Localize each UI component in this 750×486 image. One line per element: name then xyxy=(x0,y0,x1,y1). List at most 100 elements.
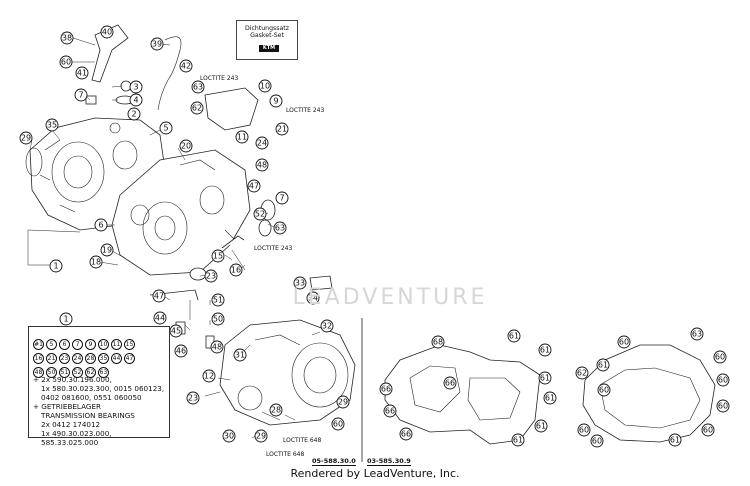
callout-h60c: 60 xyxy=(716,373,730,387)
kit-note-line: TRANSMISSION BEARINGS xyxy=(41,411,135,420)
clutch-cover xyxy=(219,319,356,426)
callout-h61a: 61 xyxy=(596,358,610,372)
svg-text:16: 16 xyxy=(231,266,241,275)
callout-g61e: 61 xyxy=(534,419,548,433)
callout-g61d: 61 xyxy=(543,391,557,405)
callout-23: 23 xyxy=(204,269,218,283)
kit-note-line: 1x 580.30.023.300, 0015 060123, xyxy=(41,384,165,393)
callout-20: 20 xyxy=(179,139,193,153)
kit-note-line: 0402 081600, 0551 060050 xyxy=(41,393,142,402)
callout-h60e: 60 xyxy=(716,399,730,413)
svg-text:63: 63 xyxy=(275,224,285,233)
kit-item: 35 xyxy=(98,353,109,364)
gasket-set-line2: Gasket-Set xyxy=(250,32,284,39)
svg-text:61: 61 xyxy=(536,422,546,431)
callout-48-b: 48 xyxy=(210,340,224,354)
callout-32: 32 xyxy=(320,319,334,333)
callout-16: 16 xyxy=(229,263,243,277)
gasket-set-line1: Dichtungssatz xyxy=(245,25,289,32)
kit-item: 48 xyxy=(33,367,44,378)
callout-52: 52 xyxy=(253,207,267,221)
callout-11: 11 xyxy=(235,130,249,144)
svg-text:31: 31 xyxy=(235,351,245,360)
svg-text:5: 5 xyxy=(163,124,168,133)
svg-text:24: 24 xyxy=(257,139,267,148)
callout-1-b: 1 xyxy=(59,312,73,326)
svg-text:32: 32 xyxy=(322,322,332,331)
svg-text:60: 60 xyxy=(592,437,602,446)
svg-text:29: 29 xyxy=(256,432,266,441)
svg-text:2: 2 xyxy=(131,110,136,119)
svg-text:66: 66 xyxy=(381,385,391,394)
callout-h62: 62 xyxy=(575,366,589,380)
ref-number-left: 05-588.30.0 xyxy=(312,457,356,466)
callout-47-b: 47 xyxy=(152,289,166,303)
kit-note-line: 2x 0412 174012 xyxy=(41,420,101,429)
kit-item: 63 xyxy=(98,367,109,378)
callout-29-c: 29 xyxy=(254,429,268,443)
callout-19: 19 xyxy=(100,243,114,257)
callout-4: 4 xyxy=(129,93,143,107)
svg-text:61: 61 xyxy=(513,436,523,445)
kit-item: 24 xyxy=(72,353,83,364)
svg-text:66: 66 xyxy=(401,430,411,439)
callout-g66a: 66 xyxy=(379,382,393,396)
svg-text:48: 48 xyxy=(212,343,222,352)
callout-33: 33 xyxy=(293,276,307,290)
svg-text:41: 41 xyxy=(77,69,87,78)
callout-h60f: 60 xyxy=(577,423,591,437)
svg-text:18: 18 xyxy=(91,258,101,267)
bushing xyxy=(85,95,97,105)
ktm-logo: KTM xyxy=(259,45,279,52)
callout-35: 35 xyxy=(45,118,59,132)
callout-45: 45 xyxy=(169,324,183,338)
kit-item: 62 xyxy=(85,367,96,378)
kit-item: 6 xyxy=(59,339,70,350)
callout-60-b: 60 xyxy=(331,417,345,431)
svg-text:21: 21 xyxy=(277,125,287,134)
svg-text:60: 60 xyxy=(619,338,629,347)
callout-63-b: 63 xyxy=(273,221,287,235)
callout-47: 47 xyxy=(247,179,261,193)
callout-44: 44 xyxy=(153,311,167,325)
callout-40: 40 xyxy=(100,25,114,39)
svg-text:6: 6 xyxy=(98,221,103,230)
svg-text:63: 63 xyxy=(193,83,203,92)
callout-28: 28 xyxy=(269,403,283,417)
svg-text:47: 47 xyxy=(249,182,259,191)
callout-48: 48 xyxy=(255,158,269,172)
kit-item: 21 xyxy=(46,353,57,364)
callout-29-b: 29 xyxy=(336,395,350,409)
callout-39: 39 xyxy=(150,37,164,51)
loctite-label-4: LOCTITE 648 xyxy=(283,437,321,444)
svg-text:60: 60 xyxy=(718,376,728,385)
oil-plug xyxy=(309,275,333,291)
svg-text:20: 20 xyxy=(181,142,191,151)
callout-g61b: 61 xyxy=(538,343,552,357)
kit-item: 5 xyxy=(46,339,57,350)
svg-text:15: 15 xyxy=(213,252,223,261)
svg-text:60: 60 xyxy=(579,426,589,435)
svg-text:23: 23 xyxy=(206,272,216,281)
kit-item: 52 xyxy=(72,367,83,378)
right-crankcase-half xyxy=(111,149,251,276)
svg-text:61: 61 xyxy=(540,346,550,355)
gasket-set-box: Dichtungssatz Gasket-Set KTM xyxy=(236,20,298,60)
svg-text:42: 42 xyxy=(181,62,191,71)
kit-item: 23 xyxy=(59,353,70,364)
callout-50: 50 xyxy=(211,312,225,326)
callout-23-b: 23 xyxy=(186,391,200,405)
kit-item: 11 xyxy=(111,339,122,350)
svg-text:63: 63 xyxy=(692,330,702,339)
kit-item: 10 xyxy=(98,339,109,350)
svg-text:19: 19 xyxy=(102,246,112,255)
svg-text:28: 28 xyxy=(271,406,281,415)
svg-text:1: 1 xyxy=(63,315,68,324)
svg-text:61: 61 xyxy=(670,436,680,445)
callout-5: 5 xyxy=(159,121,173,135)
kit-note-line: + 2x 590.30.196.000, xyxy=(33,375,112,384)
